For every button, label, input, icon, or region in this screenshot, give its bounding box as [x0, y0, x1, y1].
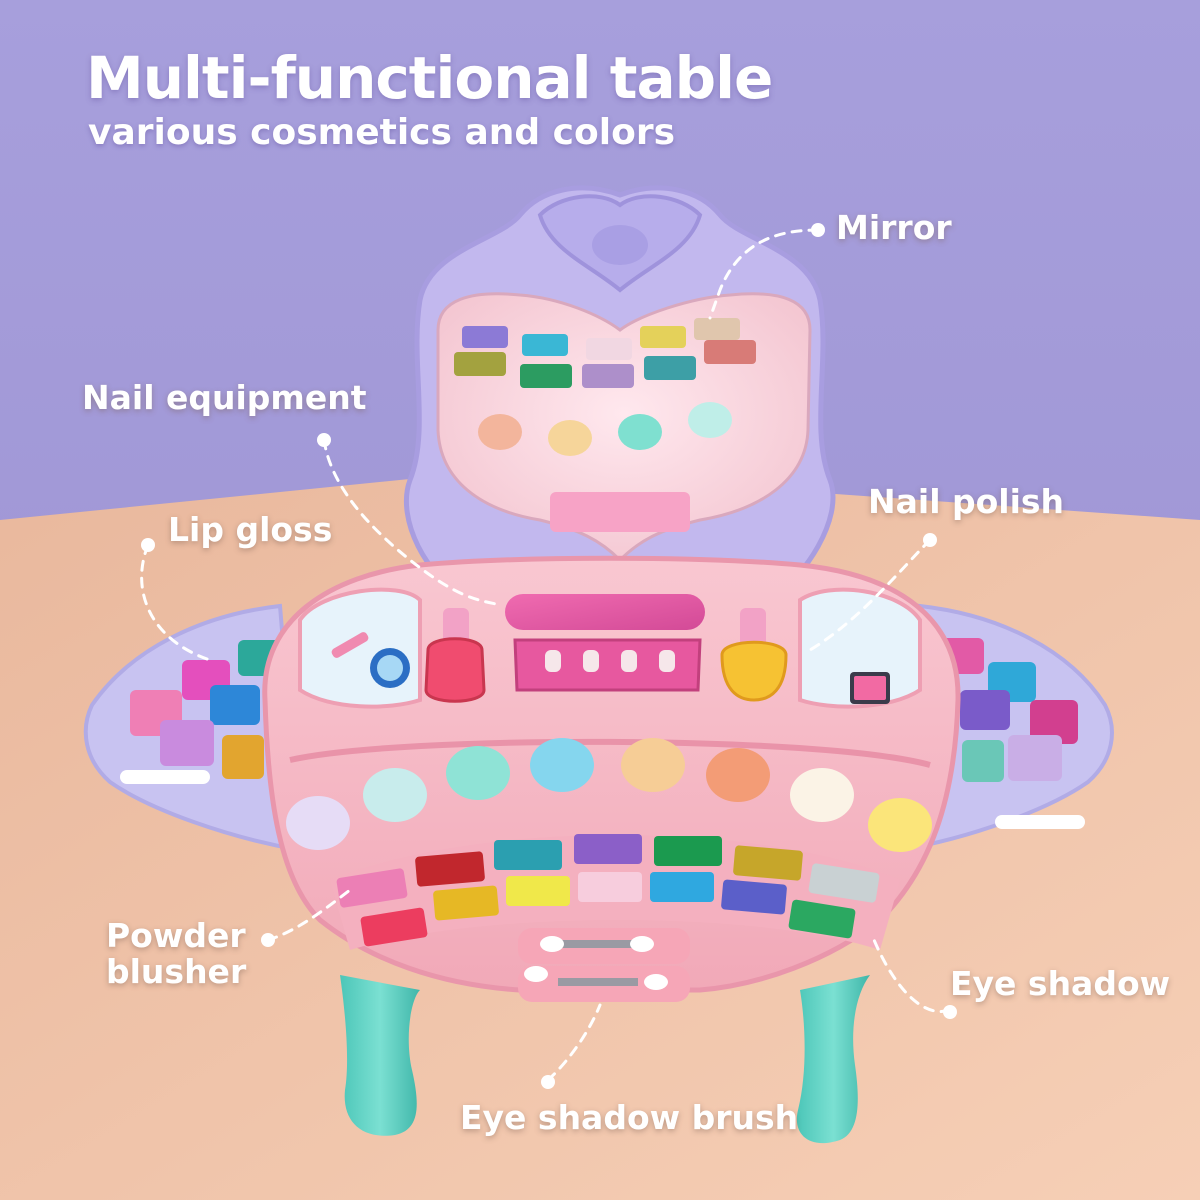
eye-shadow-swatches	[336, 834, 880, 947]
callout-powder-blusher-line2: blusher	[106, 952, 247, 991]
nail-polish-right	[720, 608, 788, 702]
left-tray-glitter	[120, 640, 280, 784]
right-leg	[796, 975, 870, 1144]
callout-eye-shadow: Eye shadow	[950, 964, 1171, 1003]
headline-subtitle: various cosmetics and colors	[88, 112, 676, 153]
leader-dots	[141, 223, 957, 1089]
leader-lines	[140, 228, 952, 1082]
nail-file	[505, 594, 705, 630]
headline-title: Multi-functional table	[86, 44, 773, 112]
left-leg	[340, 975, 420, 1136]
nail-polish-left	[424, 608, 486, 703]
powder-blusher-hearts	[286, 738, 932, 852]
callout-mirror: Mirror	[836, 208, 952, 247]
callout-eye-shadow-brush: Eye shadow brush	[460, 1098, 799, 1137]
left-sticker-panel	[298, 587, 422, 709]
table-groove	[289, 738, 931, 768]
callout-lip-gloss: Lip gloss	[168, 510, 333, 549]
callout-nail-polish: Nail polish	[868, 482, 1065, 521]
callout-powder-blusher: Powder blusher	[106, 918, 246, 990]
callout-nail-equipment: Nail equipment	[82, 378, 367, 417]
eye-shadow-brushes	[518, 928, 690, 1002]
mirror-reflection-swatches	[454, 318, 756, 532]
toe-separator	[513, 638, 702, 692]
callout-powder-blusher-line1: Powder	[106, 916, 246, 955]
